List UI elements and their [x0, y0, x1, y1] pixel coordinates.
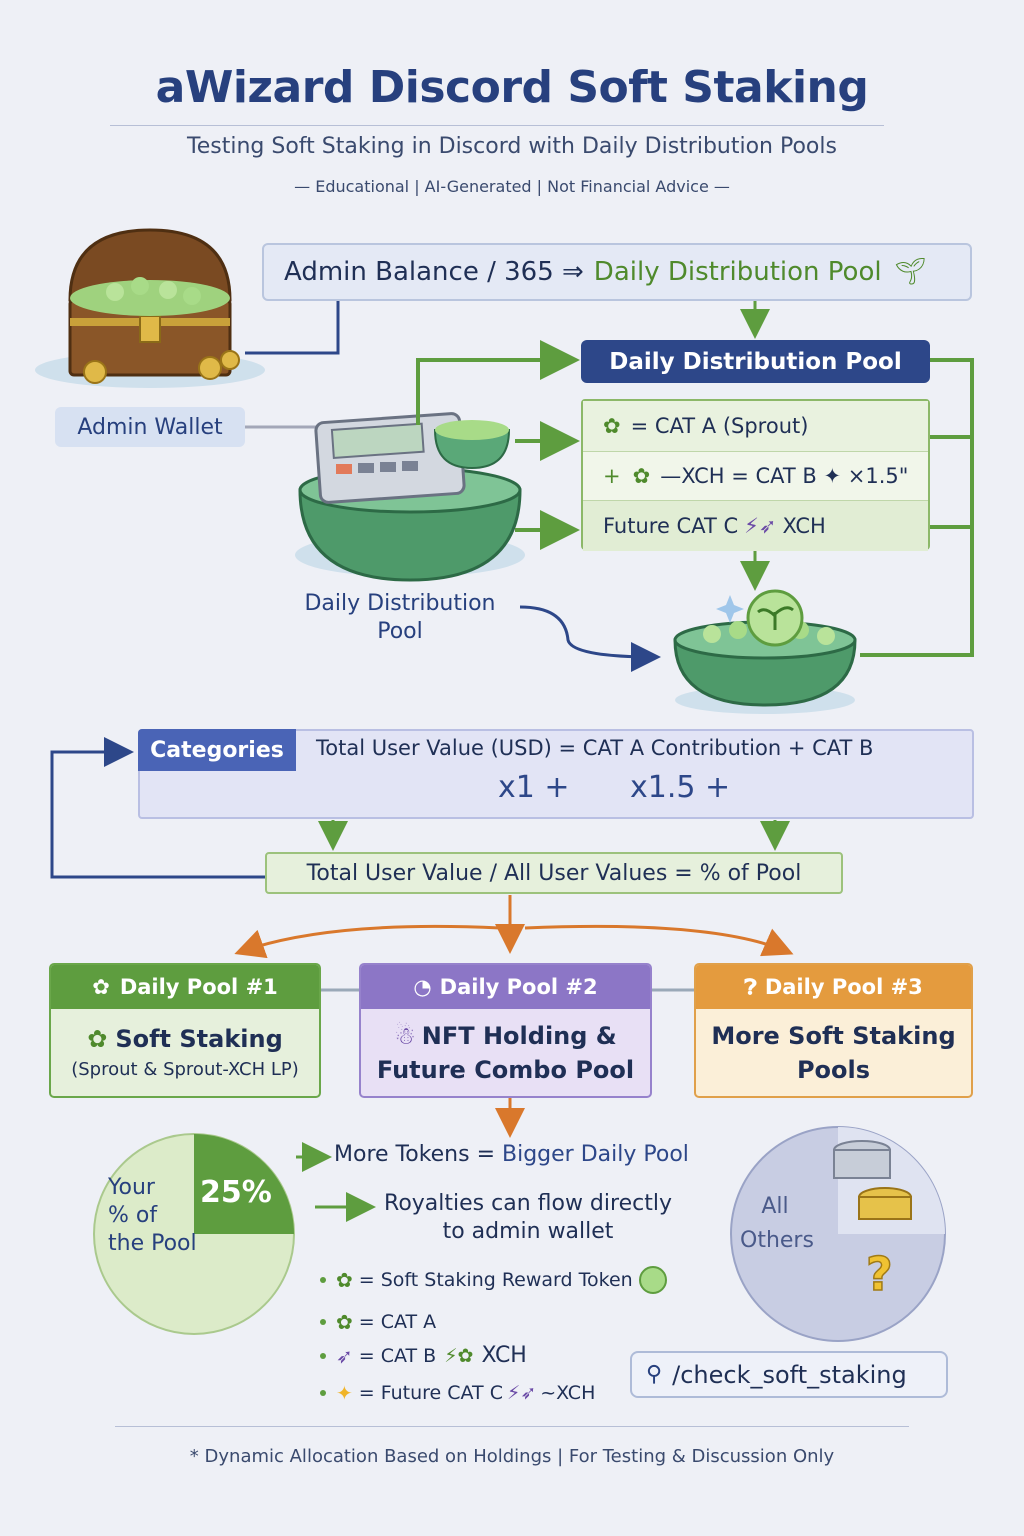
bullet-dot — [320, 1277, 326, 1283]
ddp-row-cat-c: Future CAT C ⚡︎➶ XCH — [583, 501, 928, 551]
title-divider — [110, 125, 884, 126]
ddp-row-cat-b: + ✿ —XCH = CAT B ✦ ×1.5" — [583, 451, 928, 501]
sprout-icon: ✿ — [87, 1024, 108, 1053]
formula-rhs: Daily Distribution Pool — [593, 257, 882, 287]
ddp-row-cat-a: ✿ = CAT A (Sprout) — [583, 401, 928, 451]
daily-pool-1-body: ✿Soft Staking (Sprout & Sprout-XCH LP) — [71, 1024, 299, 1080]
rocket-icon: ➶ — [336, 1343, 353, 1368]
pool-share-pie — [93, 1133, 295, 1335]
pool-caption: Daily Distribution Pool — [290, 590, 510, 646]
ddp-row-cat-c-text: Future CAT C — [603, 514, 739, 538]
note-royalties: Royalties can flow directly to admin wal… — [384, 1191, 672, 1244]
daily-distribution-pool-list: ✿ = CAT A (Sprout) + ✿ —XCH = CAT B ✦ ×1… — [581, 399, 930, 551]
pool-caption-line2: Pool — [377, 619, 423, 644]
daily-pool-1-card: ✿ Daily Pool #1 ✿Soft Staking (Sprout & … — [49, 963, 321, 1098]
bullet-dot — [320, 1352, 326, 1359]
sprout-icon: ✿ — [336, 1310, 353, 1334]
daily-pool-2-body: ☃︎NFT Holding & Future Combo Pool — [376, 1021, 635, 1084]
page-subtitle: Testing Soft Staking in Discord with Dai… — [187, 134, 837, 159]
footer-divider — [115, 1426, 909, 1427]
daily-distribution-pool-header: Daily Distribution Pool — [581, 340, 930, 383]
sprout-icon: ✿ — [603, 414, 621, 438]
treasure-chest-icon — [35, 228, 265, 388]
disclaimer: — Educational | AI-Generated | Not Finan… — [294, 177, 730, 196]
footer-note: * Dynamic Allocation Based on Holdings |… — [189, 1446, 835, 1467]
svg-text:?: ? — [866, 1247, 893, 1301]
ddp-row-cat-a-text: = CAT A (Sprout) — [630, 414, 809, 438]
pool-share-formula: Total User Value / All User Values = % o… — [265, 852, 843, 894]
sparkle-icon: ✦ — [336, 1381, 353, 1405]
multiplier-cat-a: x1 + — [498, 770, 570, 805]
plus-icon: + — [603, 464, 621, 488]
ddp-row-cat-b-text: —XCH = CAT B ✦ ×1.5" — [660, 464, 909, 488]
pool-caption-line1: Daily Distribution — [304, 591, 496, 616]
question-coin-icon: ❓︎ — [744, 974, 757, 999]
legend-item-cat-c: ✦ = Future CAT C ⚡︎➶ ~XCH — [320, 1381, 595, 1405]
note-more-tokens: More Tokens = Bigger Daily Pool — [334, 1142, 689, 1167]
bullet-dot — [320, 1390, 326, 1396]
daily-pool-3-header: ❓︎ Daily Pool #3 — [696, 965, 971, 1009]
sprout-icon: 🌱︎ — [893, 257, 927, 287]
pie-percent: 25% — [200, 1175, 272, 1210]
daily-pool-formula: Admin Balance / 365 ⇒ Daily Distribution… — [262, 243, 972, 301]
page-title: aWizard Discord Soft Staking — [155, 62, 869, 113]
sprout-icon: ✿ — [92, 975, 110, 999]
lightning-rocket-icon: ⚡︎➶ — [744, 514, 777, 538]
sprout-coin-icon — [638, 1266, 667, 1294]
daily-pool-3-card: ❓︎ Daily Pool #3 More Soft Staking Pools — [694, 963, 973, 1098]
formula-lhs: Admin Balance / 365 ⇒ — [284, 257, 584, 287]
check-soft-staking-command[interactable]: ⚲ /check_soft_staking — [630, 1351, 948, 1398]
daily-pool-2-header: ◔ Daily Pool #2 — [361, 965, 650, 1009]
daily-pool-3-body: More Soft Staking Pools — [711, 1021, 956, 1084]
wizard-hat-icon: ◔ — [413, 975, 432, 999]
lightning-rocket-icon: ⚡︎➶ — [506, 1382, 537, 1404]
legend-item-reward-token: ✿ = Soft Staking Reward Token — [320, 1266, 667, 1294]
all-others-label: All Others — [740, 1194, 814, 1253]
total-user-value-formula: Total User Value (USD) = CAT A Contribut… — [316, 736, 874, 760]
pie-label: Your % of the Pool — [108, 1175, 197, 1256]
reward-token-icon: ✿ — [336, 1268, 353, 1292]
all-others-pie: ? — [730, 1126, 946, 1342]
categories-tag: Categories — [138, 729, 296, 771]
calculator-bowl-icon — [295, 412, 525, 582]
daily-pool-1-header: ✿ Daily Pool #1 — [51, 965, 319, 1009]
legend-item-cat-b: ➶ = CAT B ⚡︎✿ XCH — [320, 1343, 527, 1368]
lightning-sprout-icon: ⚡︎✿ — [444, 1344, 474, 1367]
daily-pool-2-card: ◔ Daily Pool #2 ☃︎NFT Holding & Future C… — [359, 963, 652, 1098]
multiplier-cat-b: x1.5 + — [630, 770, 731, 805]
coin-bowl-icon — [673, 589, 857, 714]
sprout-icon: ✿ — [632, 464, 651, 488]
admin-wallet-label: Admin Wallet — [55, 407, 245, 447]
legend-item-cat-a: ✿ = CAT A — [320, 1310, 436, 1334]
bullet-dot — [320, 1319, 326, 1325]
nft-icon: ☃︎ — [394, 1021, 416, 1050]
command-text: /check_soft_staking — [672, 1360, 907, 1389]
search-icon: ⚲ — [646, 1362, 663, 1387]
ddp-row-cat-c-suffix: XCH — [782, 514, 826, 538]
